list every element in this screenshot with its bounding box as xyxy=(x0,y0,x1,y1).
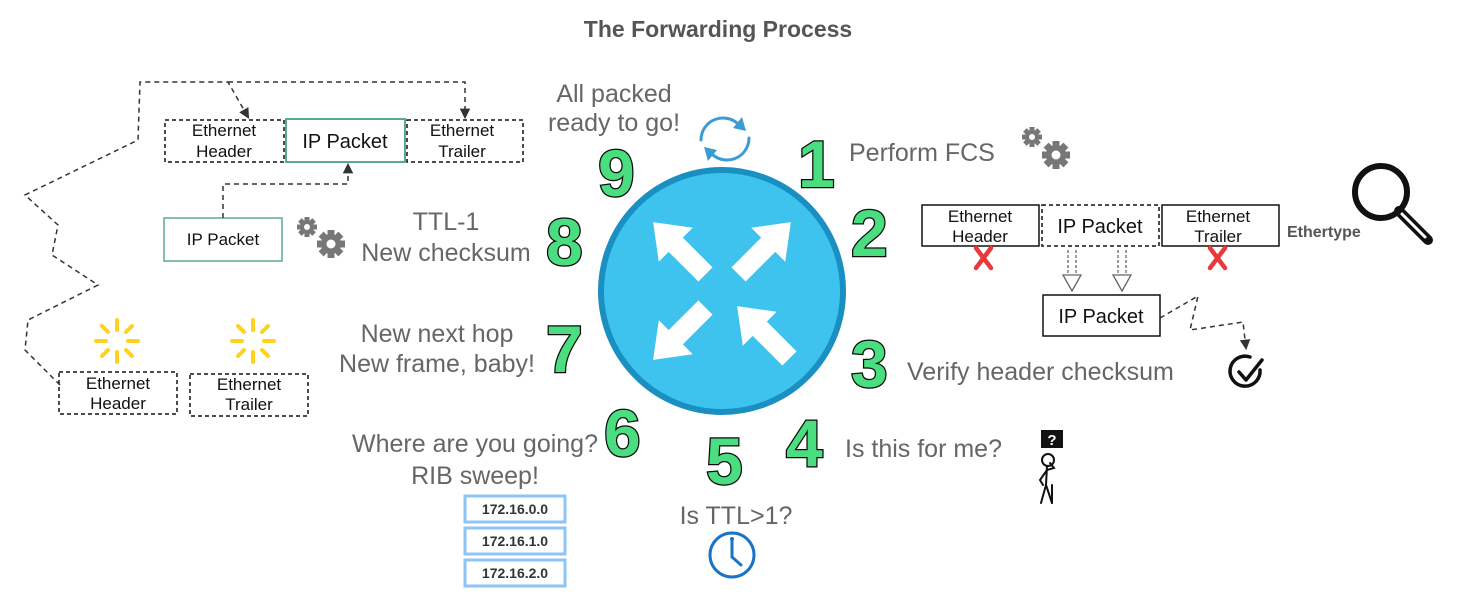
cycle-arrowhead-icon xyxy=(704,147,717,161)
step-9-text-line1: All packed xyxy=(556,80,671,108)
final-ethernet-header-box xyxy=(164,119,285,163)
diagram-title: The Forwarding Process xyxy=(584,16,852,42)
new-ethernet-header-line1: Ethernet xyxy=(86,374,151,393)
step2-extracted-ip-packet-box xyxy=(1042,294,1161,337)
magnifier-icon xyxy=(1352,163,1433,245)
new-ethernet-header-line2: Header xyxy=(90,394,146,413)
final-ethernet-trailer-box xyxy=(406,119,524,163)
new-ethernet-trailer-line2: Trailer xyxy=(225,395,273,414)
step-3-text: Verify header checksum xyxy=(907,358,1174,386)
step-8-text-line1: TTL-1 xyxy=(413,208,480,236)
step-1-number: 1 xyxy=(798,127,835,201)
step-8-number: 8 xyxy=(546,205,583,279)
final-ip-packet-box xyxy=(285,118,406,163)
step8-ip-packet-box xyxy=(163,217,283,262)
new-ethernet-trailer-line1: Ethernet xyxy=(217,375,282,394)
step-7-number: 7 xyxy=(546,312,583,386)
step-2-number: 2 xyxy=(851,196,888,270)
step2-ip-packet-box xyxy=(1041,204,1160,247)
step-5-number: 5 xyxy=(706,424,743,498)
new-ethernet-header-box xyxy=(58,371,178,415)
final-ethernet-header-line1: Ethernet xyxy=(192,121,257,140)
rib-entry: 172.16.0.0 xyxy=(482,501,548,517)
step2-ethernet-trailer-line2: Trailer xyxy=(1194,227,1242,246)
step2-ethernet-trailer-box xyxy=(1161,204,1280,247)
router-icon xyxy=(598,167,846,415)
step2-ethernet-header-line1: Ethernet xyxy=(948,207,1013,226)
step-1-text: Perform FCS xyxy=(849,139,995,167)
step2-extracted-ip-packet-label: IP Packet xyxy=(1058,306,1144,328)
rib-entry: 172.16.2.0 xyxy=(482,565,548,581)
step2-ethernet-header-box xyxy=(921,204,1040,247)
step-6-text-line1: Where are you going? xyxy=(352,430,598,458)
step-5-text: Is TTL>1? xyxy=(680,502,793,530)
step-4-text: Is this for me? xyxy=(845,435,1002,463)
step-3-number: 3 xyxy=(851,327,888,401)
step2-frame: Ethernet Header IP Packet Ethernet Trail… xyxy=(921,163,1433,351)
new-frame-parts: Ethernet Header Ethernet Trailer xyxy=(58,318,309,417)
step-7-text-line2: New frame, baby! xyxy=(339,350,535,378)
clock-icon xyxy=(708,531,756,579)
to-verify-connector xyxy=(1159,294,1251,351)
step-6-text-line2: RIB sweep! xyxy=(411,462,539,490)
step-6-number: 6 xyxy=(604,396,641,470)
step2-ethernet-trailer-line1: Ethernet xyxy=(1186,207,1251,226)
sparkle-icon xyxy=(230,318,276,364)
assembly-connectors xyxy=(23,81,471,386)
check-circle-icon xyxy=(1228,354,1264,388)
gears-icon-step1 xyxy=(1022,127,1070,169)
step-4-number: 4 xyxy=(786,406,823,480)
step9-frame: Ethernet Header IP Packet Ethernet Trail… xyxy=(164,118,524,163)
final-ethernet-header-line2: Header xyxy=(196,142,252,161)
question-mark: ? xyxy=(1047,432,1056,449)
confused-person-icon: ? xyxy=(1038,430,1063,504)
step-9-number: 9 xyxy=(598,136,635,210)
step-8-text-line2: New checksum xyxy=(361,239,531,267)
final-ethernet-trailer-line2: Trailer xyxy=(438,142,486,161)
step8-packet: IP Packet xyxy=(163,217,345,262)
ethertype-label: Ethertype xyxy=(1287,224,1361,241)
step2-ethernet-header-line2: Header xyxy=(952,227,1008,246)
step-9-text-line2: ready to go! xyxy=(548,109,680,137)
x-mark-icon xyxy=(1207,245,1228,271)
final-ip-packet-label: IP Packet xyxy=(302,131,388,153)
step-7-text-line1: New next hop xyxy=(361,320,514,348)
cycle-icon xyxy=(699,116,751,162)
new-ethernet-trailer-box xyxy=(189,373,309,417)
sparkle-icon xyxy=(94,318,140,364)
cycle-arrowhead-icon xyxy=(733,117,746,131)
extract-arrows xyxy=(1067,250,1127,276)
final-ethernet-trailer-line1: Ethernet xyxy=(430,121,495,140)
step8-ip-packet-label: IP Packet xyxy=(187,230,260,249)
step2-ip-packet-label: IP Packet xyxy=(1057,216,1143,238)
gears-icon-step8 xyxy=(297,217,345,258)
rib-entry: 172.16.1.0 xyxy=(482,533,548,549)
x-mark-icon xyxy=(973,245,994,271)
rib-table: 172.16.0.0 172.16.1.0 172.16.2.0 xyxy=(463,494,567,588)
